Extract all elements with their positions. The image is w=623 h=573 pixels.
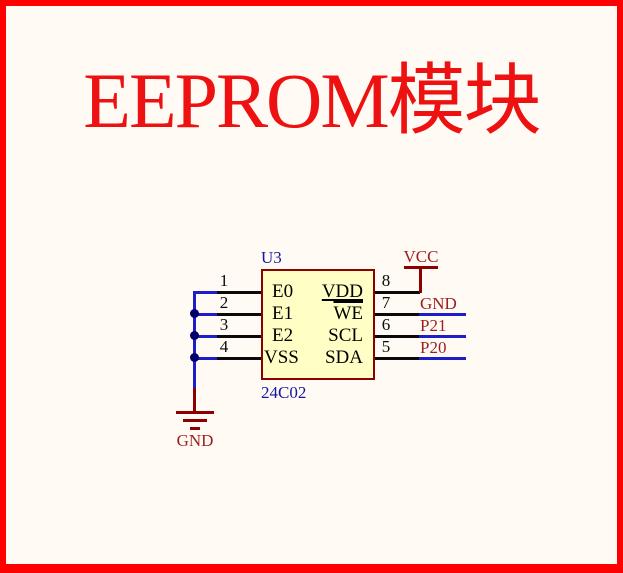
vcc-power-label: VCC (403, 247, 439, 266)
vcc-bar (404, 266, 438, 269)
pin-name: E0 (272, 281, 294, 302)
wire-segment (193, 313, 218, 316)
pin-number: 1 (219, 271, 229, 290)
pin-stub (217, 291, 261, 294)
pin-name-we-text: WE (333, 303, 363, 324)
wire-segment (419, 313, 466, 316)
pin-number: 7 (381, 293, 391, 312)
pin-stub (375, 357, 420, 360)
pin-stub (217, 313, 261, 316)
pin-number: 3 (219, 315, 229, 334)
chip-designator: U3 (261, 248, 282, 267)
junction-dot (190, 331, 199, 340)
junction-dot (190, 309, 199, 318)
wire-segment (193, 357, 218, 360)
wire-vertical (193, 291, 196, 389)
chip-body (261, 269, 375, 380)
net-label: P20 (420, 338, 447, 357)
junction-dot (190, 353, 199, 362)
ground-bar-short (190, 427, 200, 430)
pin-number: 5 (381, 337, 391, 356)
pin-name-scl-text: SCL (328, 325, 363, 346)
pin-name: SCL (261, 325, 367, 347)
page-title: EEPROM模块 (83, 57, 541, 144)
ground-stem (193, 388, 196, 413)
pin-number: 2 (219, 293, 229, 312)
pin-stub (217, 357, 261, 360)
vcc-stem (419, 269, 422, 293)
gnd-power-label: GND (176, 431, 214, 450)
pin-stub (375, 335, 420, 338)
pin-name: E1 (272, 303, 294, 324)
pin-name: SDA (261, 347, 367, 369)
pin-number: 8 (381, 271, 391, 290)
ground-bar-long (176, 411, 214, 414)
pin-number: 6 (381, 315, 391, 334)
page-border-bottom (0, 564, 623, 573)
page-border-right (617, 0, 623, 573)
wire-segment (193, 291, 218, 294)
page-border-left (0, 0, 6, 573)
net-label: P21 (420, 316, 447, 335)
pin-name-vdd: VDD (261, 281, 367, 303)
pin-name-sda-text: SDA (324, 347, 363, 368)
pin-stub (375, 313, 420, 316)
pin-stub (375, 291, 420, 294)
pin-name: VSS (264, 347, 299, 368)
wire-segment (419, 357, 466, 360)
ground-bar-medium (183, 419, 207, 422)
pin-name-we: WE (261, 303, 367, 325)
wire-segment (193, 335, 218, 338)
wire-segment (419, 335, 466, 338)
chip-part-number: 24C02 (261, 383, 307, 402)
pin-name: E2 (272, 325, 294, 346)
net-label: GND (420, 294, 457, 313)
pin-name-vdd-text: VDD (321, 281, 363, 302)
pin-number: 4 (219, 337, 229, 356)
pin-stub (217, 335, 261, 338)
page-border-top (0, 0, 623, 6)
